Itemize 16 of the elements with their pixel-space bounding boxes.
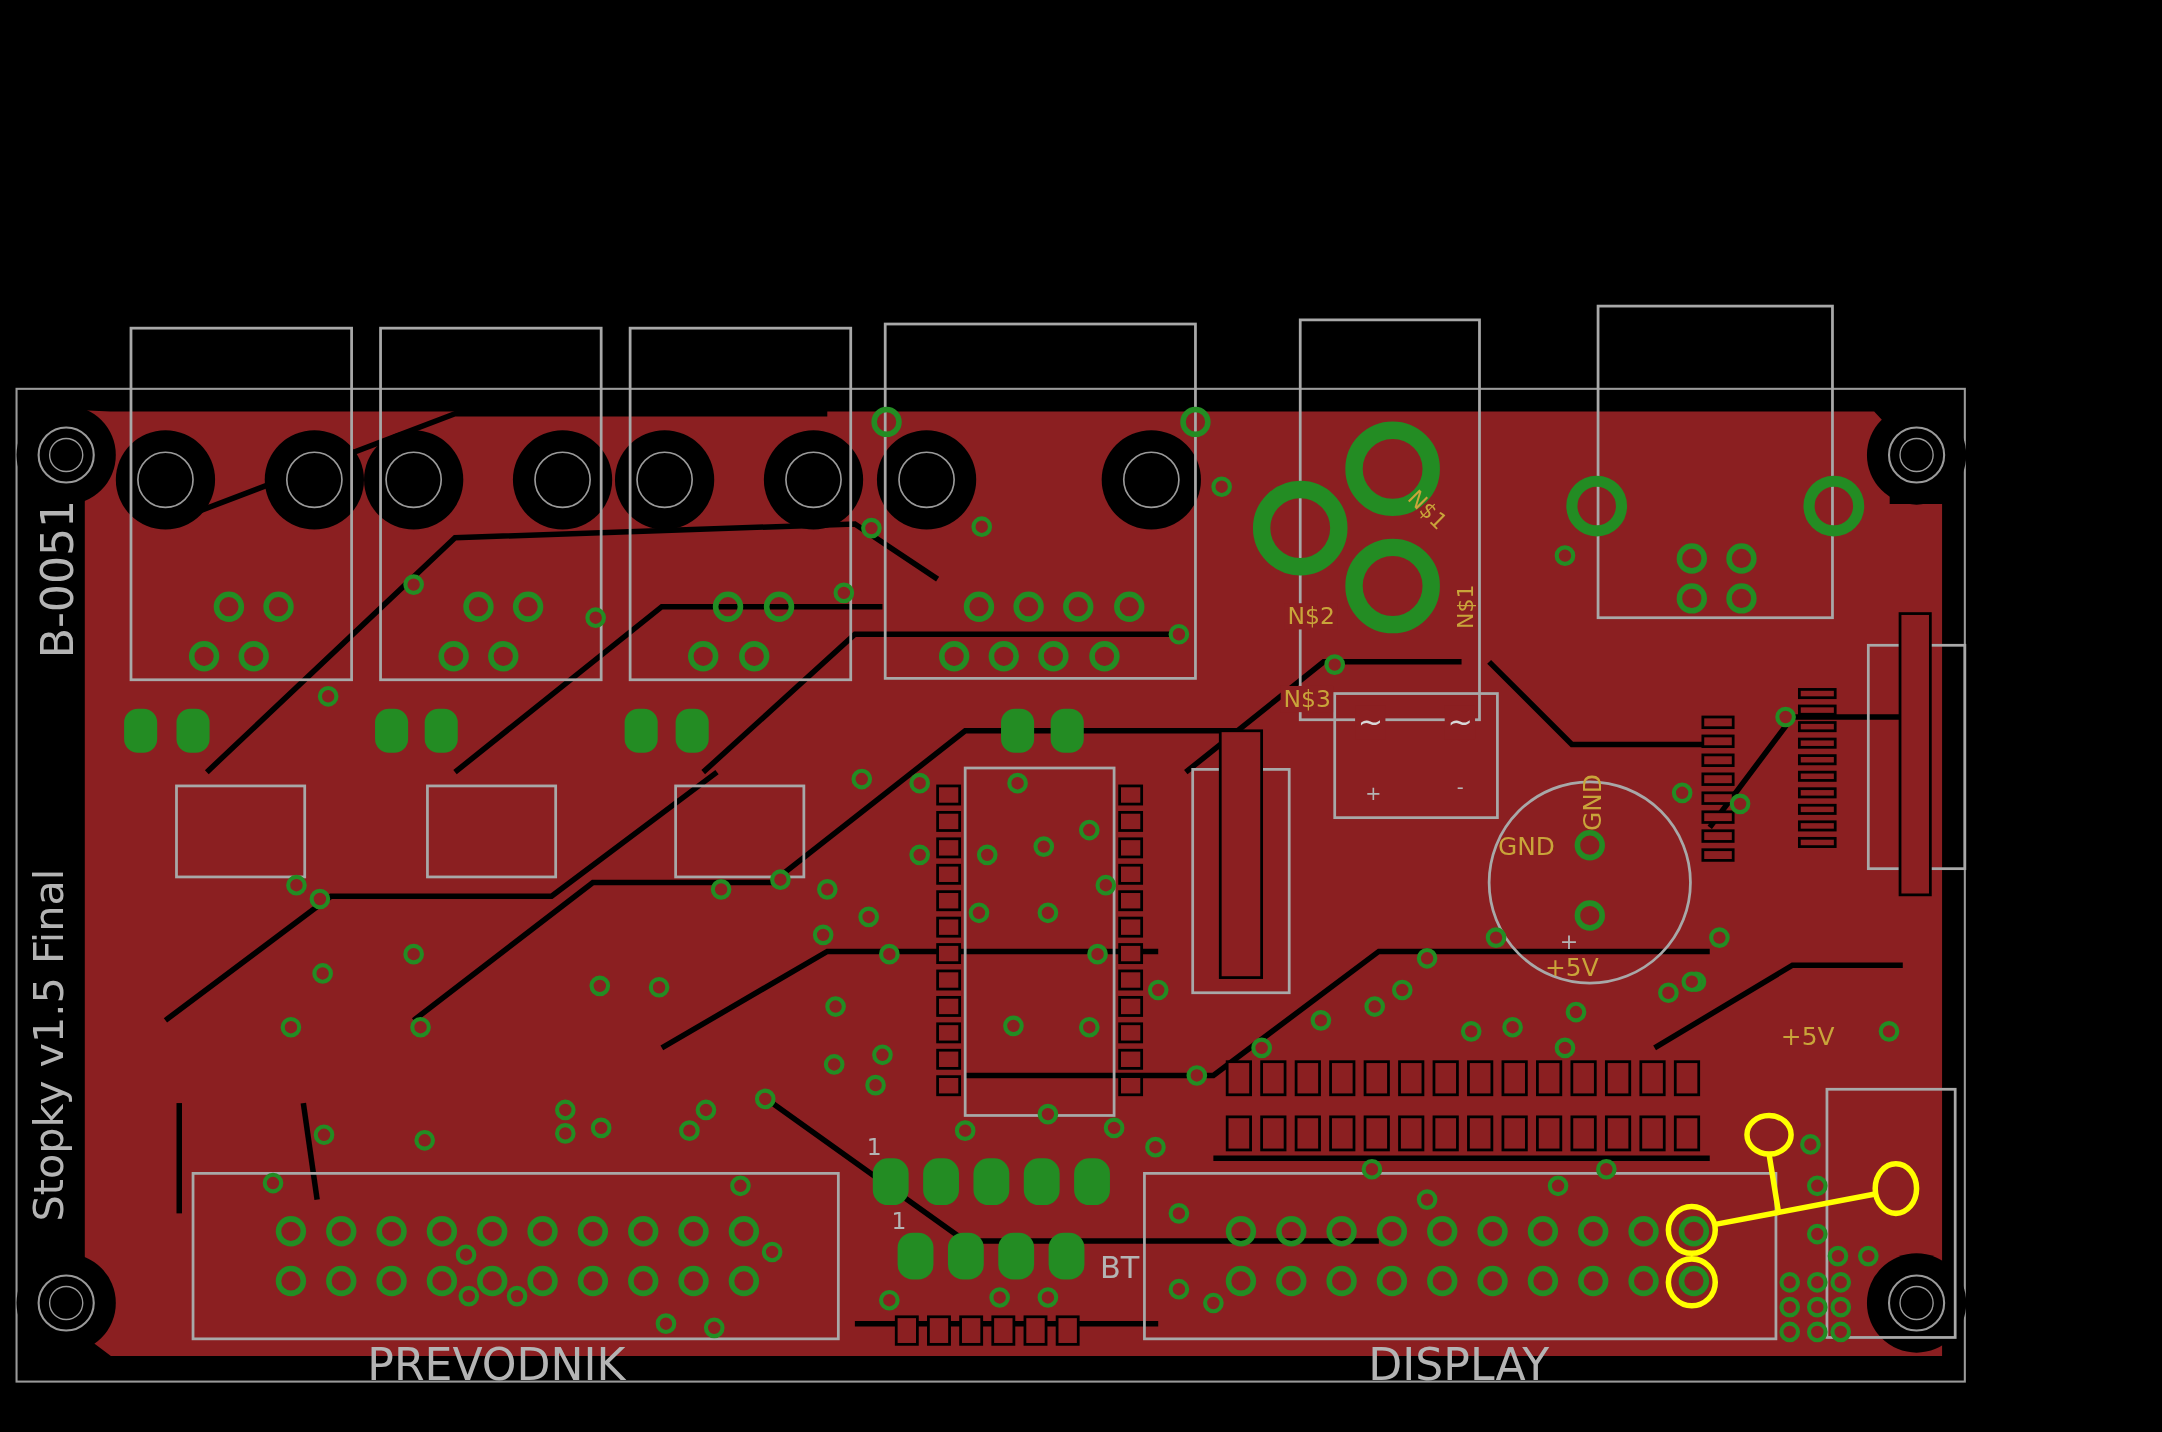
board-id-label: B-0051 [35, 499, 80, 659]
connector-label: BT [1099, 1253, 1140, 1284]
pin-mark: + [1365, 783, 1382, 803]
connector-label: PREVODNIK [367, 1343, 626, 1388]
connector-label: DISPLAY [1368, 1343, 1550, 1388]
net-label: N$3 [1280, 685, 1334, 713]
net-label: +5V [1545, 955, 1599, 981]
polarity-mark: + [1559, 930, 1579, 953]
net-label: N$1 [1454, 584, 1477, 629]
net-label: GND [1497, 834, 1555, 859]
net-label: +5V [1780, 1024, 1835, 1050]
net-label: GND [1580, 774, 1605, 831]
pin-mark: - [1456, 777, 1464, 797]
pin-one-mark: 1 [891, 1209, 907, 1234]
board-title-label: Stopky v1.5 Final [28, 868, 71, 1222]
pin-one-mark: 1 [866, 1135, 882, 1159]
